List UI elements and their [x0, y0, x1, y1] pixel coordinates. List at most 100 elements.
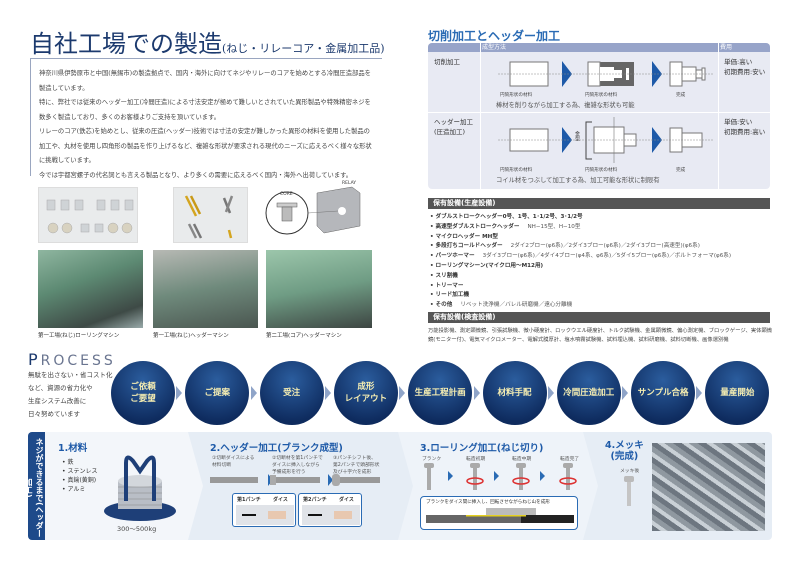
process-description-line: 日々努めています	[28, 410, 80, 418]
photo-caption: 第一工場(ねじ)ヘッダーマシン	[153, 333, 229, 339]
equipment-item: • リード加工機	[430, 291, 731, 301]
equipment-name: • 高速型ダブルストロークヘッダー	[430, 223, 520, 230]
process-step: ご提案	[185, 361, 250, 425]
header-note: コイル材をつぶして加工する為、加工可能な形状に制限有	[496, 177, 660, 184]
chevron-right-icon	[696, 386, 703, 400]
diagram-caption: 円筒形状の材料	[585, 168, 618, 173]
photo-caption: 第二工場(コア)ヘッダーマシン	[266, 333, 342, 339]
punch1-box: 第1パンチ ダイス	[232, 493, 296, 527]
process-step: 材料手配	[482, 361, 547, 425]
rolling-stage-label: 転造中期	[512, 457, 532, 462]
equipment-name: • その他	[430, 302, 453, 309]
equipment-name: • マイクロヘッダー MH型	[430, 233, 498, 240]
production-equipment-list: • ダブルストロークヘッダー0号、1号、1･1/2号、3･1/2号 • 高速型ダブ…	[430, 213, 731, 311]
punch2-label: 第2パンチ	[303, 497, 327, 503]
equipment-name: • トリーマー	[430, 282, 464, 289]
equipment-name: • ローリングマシーン(マイクロ用〜M12用)	[430, 262, 544, 269]
column-divider	[480, 43, 481, 189]
punch2-box: 第2パンチ ダイス	[298, 493, 362, 527]
flow-side-label: ネジができるまで(ヘッダー加工)	[24, 432, 45, 540]
rolling-stage-label: ブランク	[422, 457, 442, 462]
column-divider	[718, 43, 719, 189]
process-heading-initial: P	[28, 350, 41, 369]
material-item: • アルミ	[62, 486, 86, 493]
materials-list: • 鉄 • ステンレス • 真鍮(黄銅) • アルミ	[62, 458, 97, 494]
blank-forming-diagram	[210, 474, 380, 486]
process-step: ご依頼 ご要望	[111, 361, 175, 425]
equipment-spec: 3ダイ3ブロー(φ6系)／4ダイ4ブロー(φ4系、φ6系)／5ダイ5ブロー(φ6…	[482, 253, 732, 260]
wire-coil-icon	[104, 455, 176, 521]
process-step: サンプル合格	[631, 361, 696, 425]
rolling-stages-diagram	[424, 463, 577, 490]
step2-note: ②切断材を第1パンチで ダイスに挿入しながら 予備成形を行う	[272, 456, 323, 475]
rolling-detail-box: ブランクをダイス間に挿入し、回転させながらねじ山を成形	[420, 496, 578, 530]
step3-title: 3.ローリング加工(ねじ切り)	[420, 443, 544, 454]
equipment-name: • 多段打ちコールドヘッダー	[430, 243, 503, 250]
page-title: 自社工場での製造(ねじ・リレーコア・金属加工品)	[30, 24, 385, 59]
step4-title: 4.メッキ (完成)	[605, 440, 644, 462]
step2-note: ①切断ダイスによる 材料切断	[212, 456, 255, 468]
comparison-heading: 切削加工とヘッダー加工	[428, 29, 561, 43]
diagram-caption: 円筒形状の材料	[500, 168, 533, 173]
equipment-item: • ローリングマシーン(マイクロ用〜M12用)	[430, 262, 731, 272]
process-description-line: など、資源の省力化や	[28, 384, 93, 392]
rolling-stage-label: 転造初期	[466, 457, 486, 462]
equipment-name: • リード加工機	[430, 292, 470, 299]
title-main: 自社工場での製造	[30, 30, 222, 58]
unit-cost: 単価:高い	[724, 58, 753, 66]
row-divider	[428, 112, 770, 113]
process-step: 冷間圧造加工	[556, 361, 621, 425]
process-step: 受注	[259, 361, 324, 425]
inspection-equipment-text: 万能投影機、測定顕微鏡、引張試験機、微小硬度計、ロックウエル硬度計、トルク試験機…	[428, 328, 773, 343]
punch-die-diagram	[302, 505, 360, 525]
process-step: 生産工程計画	[408, 361, 473, 425]
relay-core-diagram: CORE RELAY	[262, 181, 366, 245]
step2-note: ③パンチシフト後、 第2パンチで頭部形状 及び十字穴を成形	[333, 456, 380, 475]
cutting-cost: 単価:高い初期費用:安い	[724, 57, 765, 77]
process-description: 無駄を出さない・省コスト化 など、資源の省力化や 生産システム改善に 日々努めて…	[28, 369, 113, 421]
cutting-diagram	[498, 61, 713, 87]
equipment-spec: NH−15型、H−10型	[527, 223, 581, 230]
die-mold-label: 金型	[574, 131, 580, 141]
chevron-right-icon	[176, 386, 183, 400]
cutting-note: 棒材を削りながら加工する為、複雑な形状も可能	[496, 102, 635, 109]
equipment-item: • その他リベット洗浄機／バレル研磨機／遠心分離機	[430, 301, 731, 311]
chevron-right-icon	[324, 386, 331, 400]
die-label: ダイス	[339, 497, 354, 503]
equipment-item: • スリ割機	[430, 272, 731, 282]
rolling-note: ブランクをダイス間に挿入し、回転させながらねじ山を成形	[426, 500, 550, 505]
production-equipment-heading: 保有設備(生産設備)	[428, 198, 770, 209]
table-header: 成型方法費用	[428, 43, 770, 52]
equipment-item: • マイクロヘッダー MH型	[430, 233, 731, 243]
material-item: • ステンレス	[62, 468, 98, 475]
intro-paragraph: 今では宇都宮螺子の代名詞とも言える製品となり、より多くの需要に応えるべく国内・海…	[39, 171, 353, 179]
equipment-name: • スリ割機	[430, 272, 458, 279]
core-label: CORE	[280, 192, 293, 197]
col-method-header: 成型方法	[482, 44, 507, 51]
chevron-right-icon	[547, 386, 554, 400]
plated-label: メッキ後	[620, 469, 640, 474]
material-item: • 真鍮(黄銅)	[62, 477, 97, 484]
intro-text: 神奈川県伊勢原市と中国(無錫市)の製造拠点で、国内・海外に向けてネジやリレーのコ…	[30, 58, 382, 179]
coil-weight: 300〜500kg	[117, 525, 157, 533]
row-header-label: ヘッダー加工 (圧造加工)	[434, 118, 473, 136]
header-cost: 単価:安い初期費用:高い	[724, 117, 765, 137]
equipment-name: • ダブルストロークヘッダー0号、1号、1･1/2号、3･1/2号	[430, 214, 583, 220]
rolling-machine-photo	[38, 250, 143, 328]
equipment-spec: リベット洗浄機／バレル研磨機／遠心分離機	[460, 302, 573, 309]
equipment-item: • トリーマー	[430, 282, 731, 292]
punch-die-diagram	[236, 505, 294, 525]
inspection-equipment-heading: 保有設備(検査設備)	[428, 312, 770, 323]
title-sub: (ねじ・リレーコア・金属加工品)	[222, 42, 385, 55]
header-machine-photo	[153, 250, 258, 328]
die-label: ダイス	[273, 497, 288, 503]
intro-paragraph: 特に、弊社では従来のヘッダー加工(冷間圧造)による寸法安定が極めて難しいとされて…	[39, 99, 371, 121]
core-products-image	[38, 187, 138, 243]
diagram-caption: 完成	[676, 168, 686, 173]
chevron-right-icon	[622, 386, 629, 400]
step1-title: 1.材料	[58, 443, 88, 454]
unit-cost: 単価:安い	[724, 118, 753, 126]
diagram-caption: 円筒形状の材料	[585, 93, 618, 98]
